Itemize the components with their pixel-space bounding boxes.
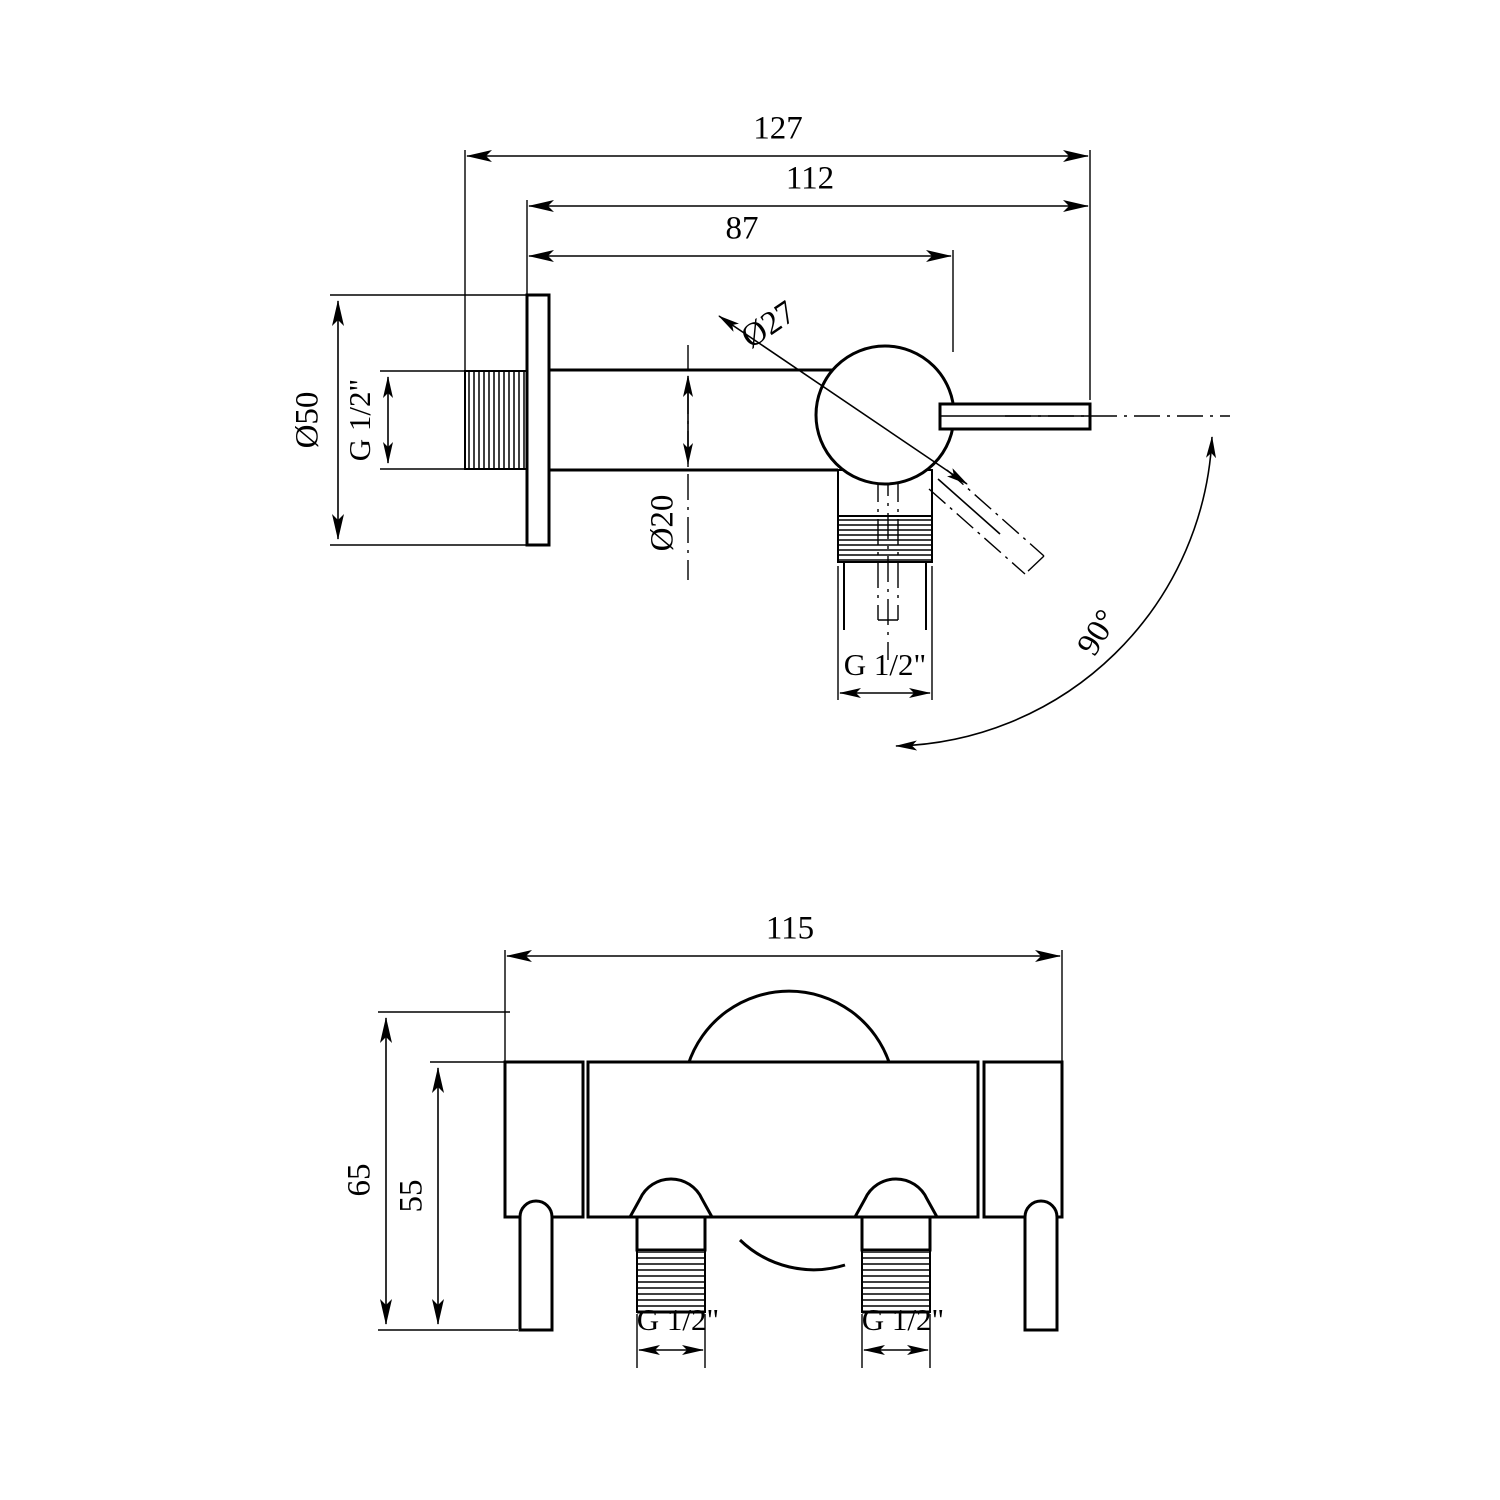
body-sphere-top-arc bbox=[686, 989, 892, 1066]
dimension-rotation-angle-label: 90° bbox=[1070, 604, 1125, 662]
dimension-127-label: 127 bbox=[753, 111, 803, 147]
wall-flange-plate bbox=[525, 293, 551, 547]
dimension-127: 127 bbox=[464, 111, 1091, 400]
dimension-55-label: 55 bbox=[394, 1180, 430, 1213]
front-elevation-view: 115 65 55 G 1/2" G 1/2" bbox=[342, 911, 1064, 1368]
thread-hatch-left-outlet bbox=[637, 1251, 705, 1307]
dimension-outlet-thread-side-label: G 1/2" bbox=[844, 647, 926, 682]
dimension-87-label: 87 bbox=[726, 211, 759, 247]
dimension-115-label: 115 bbox=[766, 911, 814, 947]
dimension-tube-diameter: Ø20 bbox=[645, 345, 693, 580]
dimension-112: 112 bbox=[526, 161, 1089, 295]
lever-handle-phantom-position bbox=[928, 469, 1045, 575]
thread-hatch-outlet bbox=[838, 519, 932, 561]
dimension-body-diameter-label: Ø27 bbox=[735, 294, 802, 356]
side-elevation-view: 127 112 87 Ø50 G 1/2" bbox=[290, 111, 1230, 751]
dimension-tube-diameter-label: Ø20 bbox=[645, 495, 681, 552]
dimension-55: 55 bbox=[394, 1061, 505, 1325]
dimension-flange-diameter-label: Ø50 bbox=[290, 392, 326, 449]
valve-body-sphere bbox=[814, 344, 956, 486]
dimension-65-label: 65 bbox=[342, 1164, 378, 1197]
body-sphere-bottom-arc bbox=[738, 1238, 846, 1272]
dimension-outlet-thread-left-label: G 1/2" bbox=[637, 1302, 719, 1337]
dimension-outlet-thread-left: G 1/2" bbox=[636, 1302, 719, 1368]
thread-hatch-right-outlet bbox=[862, 1251, 930, 1307]
outlet-spigot-left bbox=[627, 1177, 715, 1314]
thread-hatch-inlet bbox=[465, 370, 527, 470]
dimension-87: 87 bbox=[528, 211, 954, 352]
dimension-outlet-thread-right: G 1/2" bbox=[861, 1302, 944, 1368]
dimension-flange-diameter: Ø50 bbox=[290, 294, 527, 546]
dimension-outlet-thread-right-label: G 1/2" bbox=[862, 1302, 944, 1337]
dimension-inlet-thread-label: G 1/2" bbox=[342, 379, 377, 461]
dimension-112-label: 112 bbox=[786, 161, 834, 197]
horizontal-tube bbox=[549, 368, 852, 472]
inlet-thread-nipple bbox=[464, 370, 528, 470]
outlet-spigot-right bbox=[852, 1177, 940, 1314]
dimension-65: 65 bbox=[342, 1011, 518, 1331]
left-side-block bbox=[503, 1060, 585, 1332]
outlet-spigot-vertical bbox=[837, 469, 933, 660]
dimension-inlet-thread: G 1/2" bbox=[342, 370, 467, 470]
right-side-block bbox=[982, 1060, 1064, 1332]
dimension-115: 115 bbox=[504, 911, 1063, 1062]
dimension-outlet-thread-side: G 1/2" bbox=[837, 566, 933, 700]
